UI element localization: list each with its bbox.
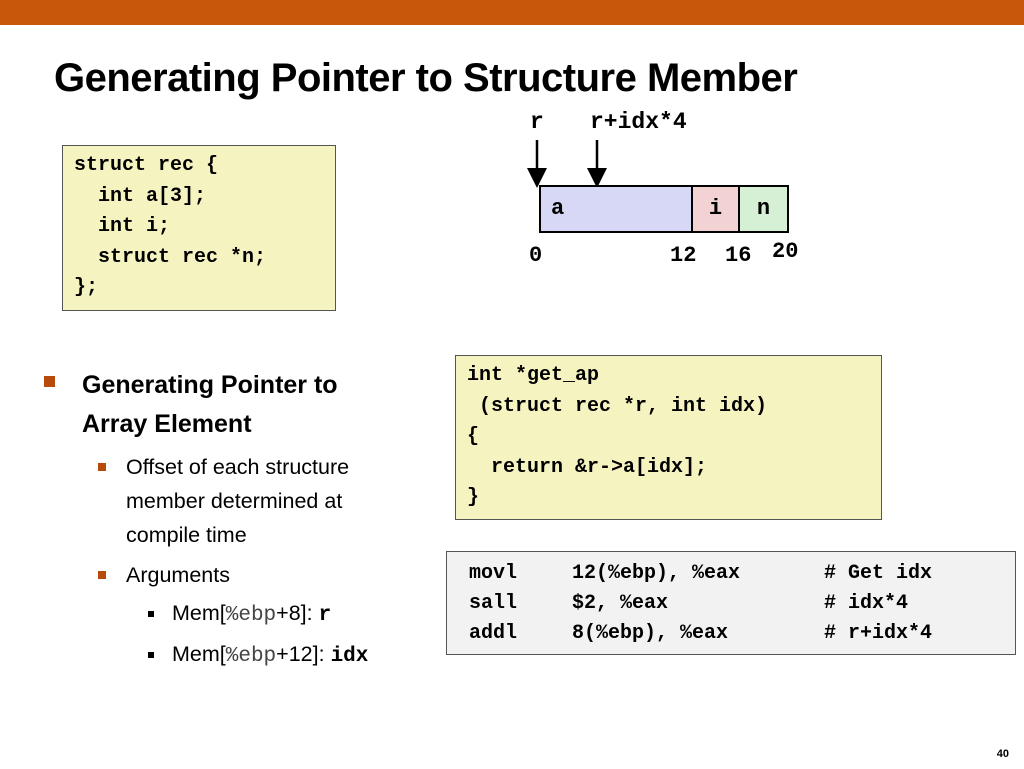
- pointer-label-r: r: [530, 109, 544, 135]
- register-ebp: %ebp: [225, 645, 277, 668]
- bullet-main: Generating Pointer to Array Element: [44, 366, 444, 444]
- asm-args: 12(%ebp), %eax: [572, 562, 741, 585]
- bullet-main-line: Generating Pointer to: [82, 371, 338, 399]
- field-i-label: i: [708, 196, 723, 221]
- asm-args: 8(%ebp), %eax: [572, 622, 729, 645]
- pointer-arrows: [527, 140, 607, 188]
- asm-op: addl: [469, 622, 518, 645]
- bullet-text-line: compile time: [126, 523, 247, 547]
- page-number: 40: [996, 748, 1009, 760]
- field-n: n: [738, 185, 789, 233]
- top-accent-bar: [0, 0, 1024, 25]
- asm-op: sall: [469, 592, 518, 615]
- asm-op: movl: [469, 562, 518, 585]
- square-bullet-icon: [44, 376, 55, 387]
- code-line: {: [467, 425, 480, 448]
- slide-title: Generating Pointer to Structure Member: [54, 56, 798, 100]
- code-line: int a[3];: [74, 184, 207, 208]
- small-square-bullet-icon: [148, 652, 154, 658]
- bullet-arg-r: Mem[%ebp+8]: r: [44, 596, 444, 633]
- bullet-offset: Offset of each structure member determin…: [44, 450, 444, 552]
- bullet-list: Generating Pointer to Array Element Offs…: [44, 366, 444, 674]
- square-bullet-icon: [98, 463, 106, 471]
- asm-args: $2, %eax: [572, 592, 669, 615]
- code-line: int i;: [74, 215, 171, 238]
- asm-comment: # Get idx: [824, 562, 933, 585]
- field-a-label: a: [551, 196, 565, 221]
- pointer-label-r-plus-idx: r+idx*4: [590, 109, 687, 135]
- bullet-text-line: Offset of each structure: [126, 455, 350, 479]
- code-line: return &r->a[idx];: [467, 455, 708, 479]
- offset-12: 12: [670, 243, 697, 268]
- small-square-bullet-icon: [148, 611, 154, 617]
- bullet-text-line: member determined at: [126, 489, 343, 513]
- field-n-label: n: [756, 196, 771, 221]
- arg-name: r: [318, 604, 332, 627]
- bullet-main-line: Array Element: [82, 410, 252, 438]
- asm-row: sall $2, %eax # idx*4: [447, 589, 1015, 619]
- struct-code-box: struct rec { int a[3]; int i; struct rec…: [62, 145, 336, 311]
- bullet-arguments: Arguments: [44, 558, 444, 592]
- asm-row: movl 12(%ebp), %eax # Get idx: [447, 559, 1015, 589]
- arg-name: idx: [330, 645, 369, 668]
- offset-20: 20: [772, 239, 799, 264]
- register-ebp: %ebp: [225, 604, 277, 627]
- code-line: int *get_ap: [467, 364, 600, 387]
- field-i: i: [691, 185, 740, 233]
- code-line: struct rec {: [74, 154, 219, 177]
- function-code-box: int *get_ap (struct rec *r, int idx) { r…: [455, 355, 882, 520]
- offset-16: 16: [725, 243, 752, 268]
- asm-comment: # idx*4: [824, 592, 909, 615]
- offset-0: 0: [529, 243, 543, 268]
- asm-comment: # r+idx*4: [824, 622, 933, 645]
- bullet-text-line: Arguments: [126, 563, 230, 587]
- code-line: (struct rec *r, int idx): [467, 394, 768, 418]
- code-line: struct rec *n;: [74, 245, 267, 269]
- field-a: a: [539, 185, 693, 233]
- code-line: };: [74, 276, 99, 299]
- assembly-code-box: movl 12(%ebp), %eax # Get idx sall $2, %…: [446, 551, 1016, 655]
- bullet-arg-idx: Mem[%ebp+12]: idx: [44, 637, 444, 674]
- code-line: }: [467, 486, 480, 509]
- asm-row: addl 8(%ebp), %eax # r+idx*4: [447, 619, 1015, 649]
- square-bullet-icon: [98, 571, 106, 579]
